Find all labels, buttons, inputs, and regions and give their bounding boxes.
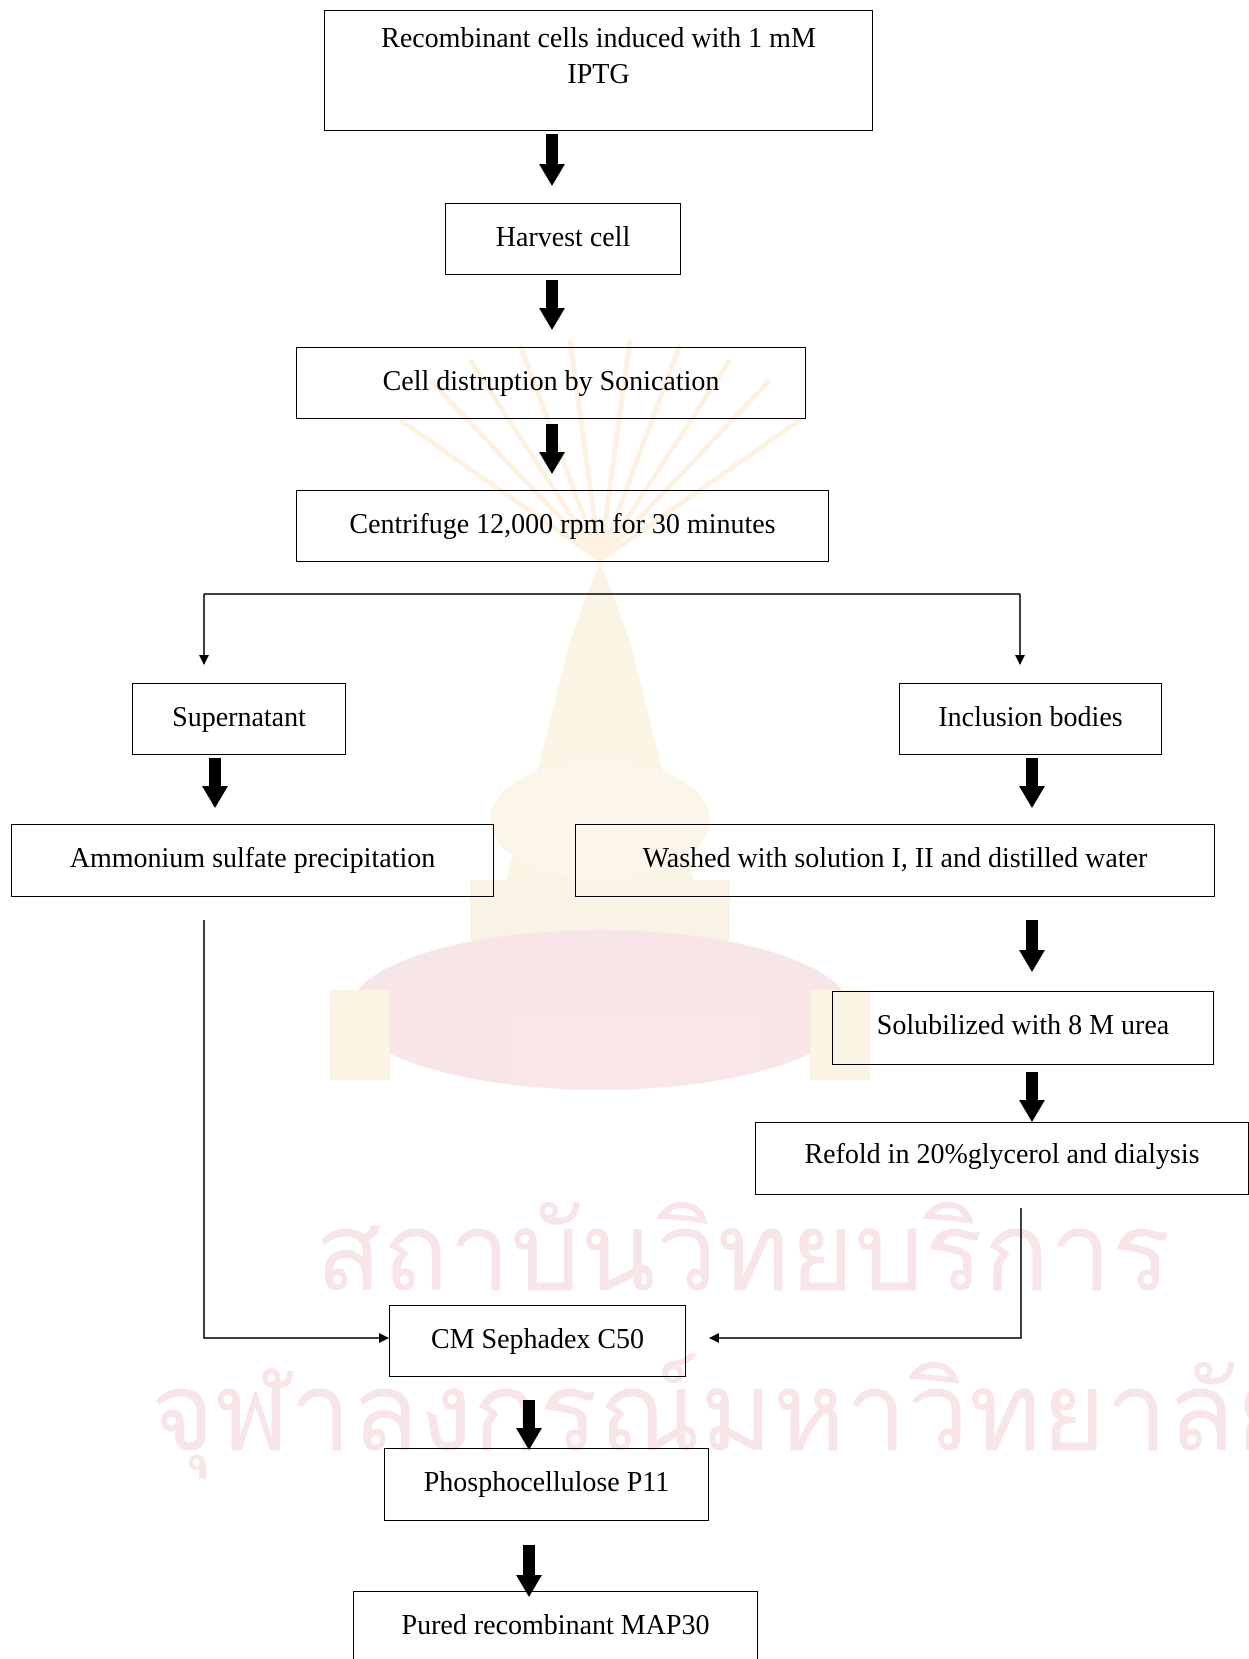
step-cm-box: CM Sephadex C50: [389, 1305, 686, 1377]
step-induce-label: Recombinant cells induced with 1 mM IPTG: [381, 23, 816, 90]
step-solubilized-box: Solubilized with 8 M urea: [832, 991, 1214, 1065]
step-solubilized-label: Solubilized with 8 M urea: [876, 1010, 1170, 1041]
step-ammonium-label: Ammonium sulfate precipitation: [69, 843, 436, 874]
arrow-inclusion-to-washed: [1019, 758, 1045, 808]
step-washed-box: Washed with solution I, II and distilled…: [575, 824, 1215, 897]
step-pured-box: Pured recombinant MAP30: [353, 1591, 758, 1659]
arrow-sonication-to-centrifuge: [539, 424, 565, 474]
step-sonication-label: Cell distruption by Sonication: [382, 366, 720, 397]
step-harvest-label: Harvest cell: [495, 222, 631, 253]
step-sonication-box: Cell distruption by Sonication: [296, 347, 806, 419]
step-washed-label: Washed with solution I, II and distilled…: [642, 843, 1148, 874]
step-phospho-box: Phosphocellulose P11: [384, 1448, 709, 1521]
step-supernatant-box: Supernatant: [132, 683, 346, 755]
arrow-harvest-to-sonication: [539, 280, 565, 330]
step-inclusion-box: Inclusion bodies: [899, 683, 1162, 755]
step-cm-label: CM Sephadex C50: [430, 1324, 645, 1355]
step-centrifuge-box: Centrifuge 12,000 rpm for 30 minutes: [296, 490, 829, 562]
step-centrifuge-label: Centrifuge 12,000 rpm for 30 minutes: [349, 509, 776, 540]
step-ammonium-box: Ammonium sulfate precipitation: [11, 824, 494, 897]
step-phospho-label: Phosphocellulose P11: [423, 1467, 670, 1498]
step-supernatant-label: Supernatant: [172, 702, 306, 733]
arrow-cm-to-phospho: [516, 1400, 542, 1450]
refold-to-cm-line: [709, 1208, 1022, 1343]
arrow-solubilized-to-refold: [1019, 1072, 1045, 1122]
arrow-induce-to-harvest: [539, 134, 565, 186]
ammonium-to-cm-line: [203, 920, 389, 1343]
arrow-supernatant-to-ammonium: [202, 758, 228, 808]
step-harvest-box: Harvest cell: [445, 203, 681, 275]
step-inclusion-label: Inclusion bodies: [938, 702, 1123, 733]
arrow-phospho-to-pured: [516, 1545, 542, 1597]
arrow-washed-to-solubilized: [1019, 920, 1045, 972]
step-induce-box: Recombinant cells induced with 1 mM IPTG: [324, 10, 873, 131]
step-refold-box: Refold in 20%glycerol and dialysis: [755, 1122, 1249, 1195]
step-refold-label: Refold in 20%glycerol and dialysis: [804, 1139, 1200, 1170]
step-pured-label: Pured recombinant MAP30: [401, 1610, 710, 1641]
